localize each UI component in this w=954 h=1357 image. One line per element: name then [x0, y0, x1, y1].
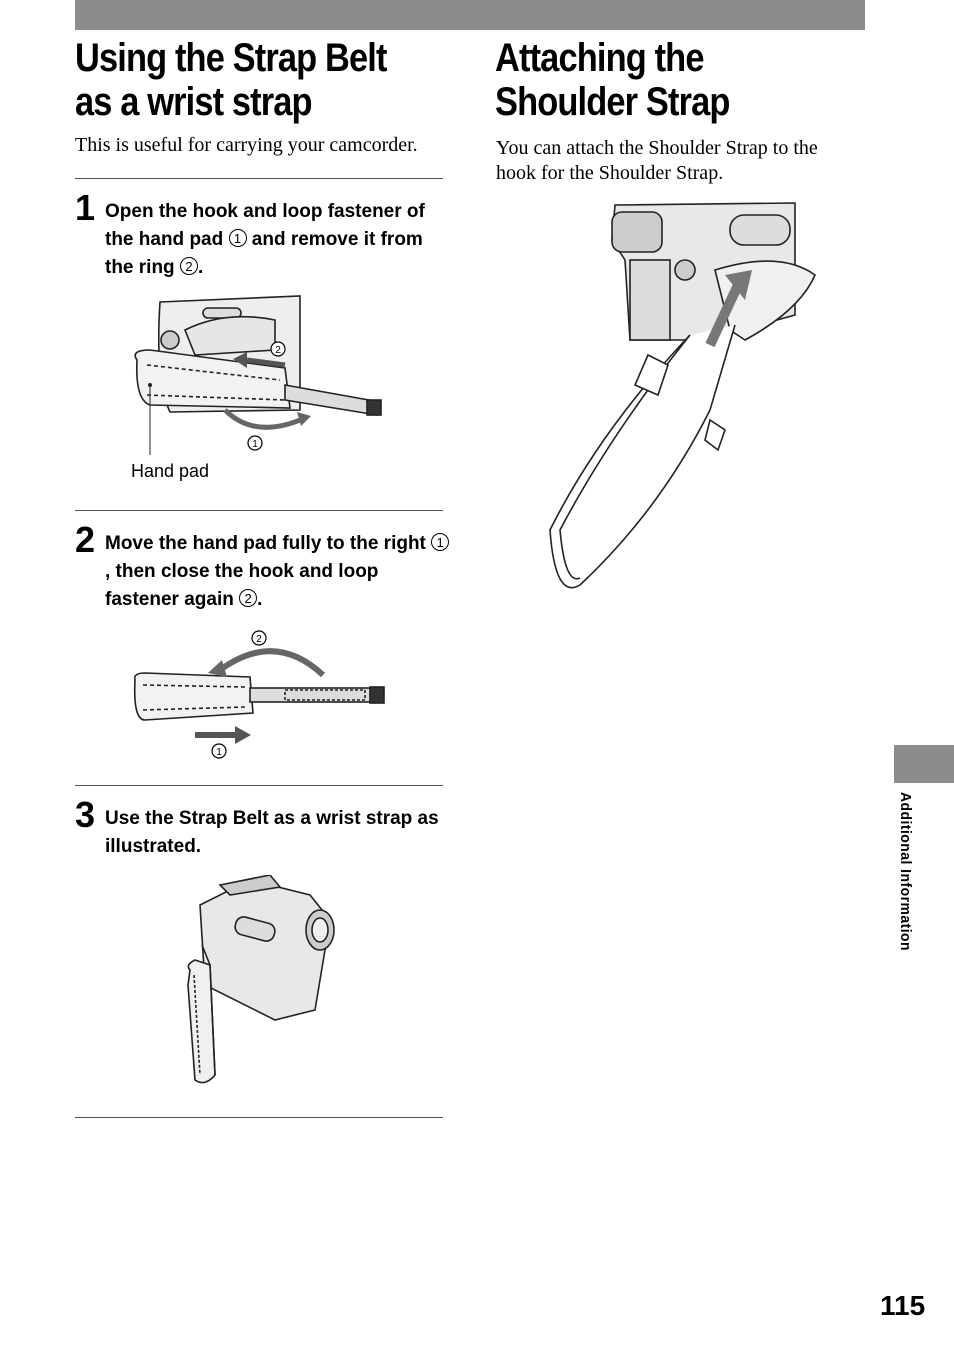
step-number-3: 3 — [75, 794, 96, 835]
step-1-text-b: and remove it from the ring — [105, 229, 423, 278]
circled-marker-1: 1 — [431, 533, 450, 551]
divider — [75, 785, 443, 786]
figure-marker-2: 2 — [256, 634, 262, 645]
lead-text-wrist: This is useful for carrying your camcord… — [75, 134, 418, 156]
illustration-shoulder-strap — [549, 202, 816, 589]
section-title-wrist-strap: Using the Strap Belt as a wrist strap — [75, 36, 387, 124]
figure-marker-1: 1 — [252, 439, 258, 450]
section-tab-label: Additional Information — [897, 792, 914, 952]
page-number: 115 — [880, 1290, 926, 1321]
header-bar — [75, 0, 865, 30]
circled-marker-2: 2 — [239, 589, 258, 607]
illustration-close-fastener: 2 1 — [133, 630, 385, 759]
step-1-text: Open the hook and loop fastener of the h… — [105, 198, 450, 282]
step-2-text: Move the hand pad fully to the right 1 , … — [105, 530, 450, 614]
illustration-remove-hand-pad: 2 1 — [134, 295, 382, 455]
step-1-text-c: . — [197, 257, 204, 278]
section-tab — [894, 745, 954, 783]
circled-marker-2: 2 — [179, 257, 198, 275]
divider — [75, 1117, 443, 1118]
lead-text-shoulder: You can attach the Shoulder Strap to the… — [496, 137, 818, 184]
circled-marker-1: 1 — [228, 229, 247, 247]
illustration-wrist-strap — [187, 875, 335, 1084]
hand-pad-label: Hand pad — [131, 461, 210, 481]
divider — [75, 510, 443, 511]
step-2-text-c: . — [257, 589, 263, 610]
divider — [75, 178, 443, 179]
step-number-1: 1 — [75, 187, 96, 228]
step-3-text: Use the Strap Belt as a wrist strap as i… — [105, 808, 439, 857]
figure-marker-1: 1 — [216, 747, 222, 758]
figure-marker-2: 2 — [275, 345, 281, 356]
section-title-shoulder-strap: Attaching the Shoulder Strap — [495, 36, 730, 124]
step-number-2: 2 — [75, 519, 96, 560]
step-2-text-a: Move the hand pad fully to the right — [105, 533, 432, 554]
step-2-text-b: , then close the hook and loop fastener … — [105, 561, 379, 610]
step-1-text-a: Open the hook and loop fastener of the h… — [105, 201, 425, 250]
